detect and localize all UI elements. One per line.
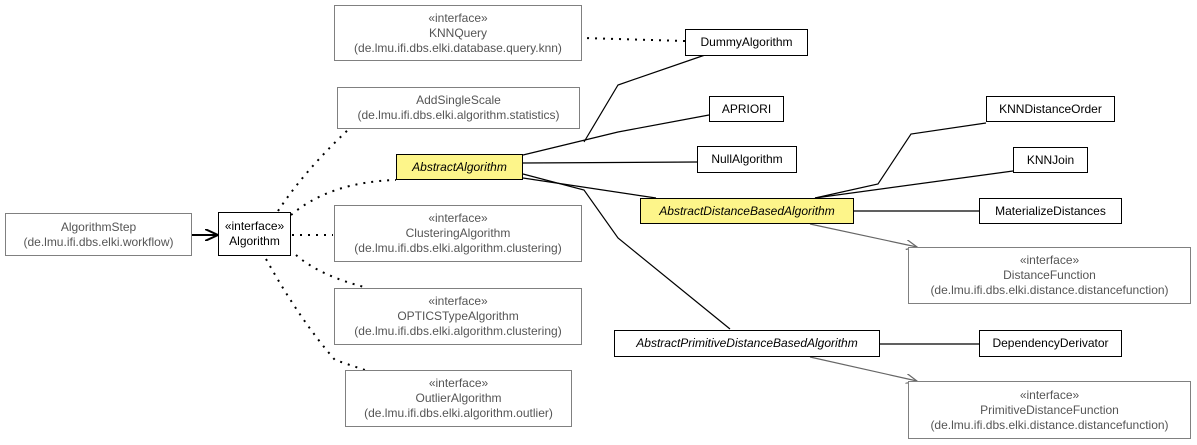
package-name: (de.lmu.ifi.dbs.elki.workflow) [23,234,174,249]
edge-adba-distancefunction [809,223,917,247]
class-name: DistanceFunction [1003,268,1096,282]
stereotype-label: «interface» [428,294,488,308]
package-name: (de.lmu.ifi.dbs.elki.database.query.knn) [354,40,562,55]
class-name: AddSingleScale [416,93,501,107]
class-name: KNNQuery [428,25,487,40]
node-nullalgorithm[interactable]: NullAlgorithm [697,146,797,173]
class-name: OutlierAlgorithm [415,391,502,405]
package-name: (de.lmu.ifi.dbs.elki.distance.distancefu… [930,417,1169,432]
class-name: Algorithm [229,234,280,248]
node-addsinglescale[interactable]: AddSingleScale (de.lmu.ifi.dbs.elki.algo… [337,87,580,129]
class-name: KNNJoin [1026,152,1075,167]
edge-adba-knndistanceorder [814,122,987,199]
stereotype-label: «interface» [224,219,285,233]
stereotype-label: «interface» [1019,387,1080,402]
stereotype-label: «interface» [428,10,488,25]
edge-abstractalgorithm-apriori [522,114,710,156]
node-primitivedistancefunction[interactable]: «interface» PrimitiveDistanceFunction (d… [908,381,1191,439]
class-name: OPTICSTypeAlgorithm [397,309,519,323]
package-name: (de.lmu.ifi.dbs.elki.algorithm.clusterin… [354,241,562,255]
class-name: AbstractDistanceBasedAlgorithm [659,203,835,218]
edge-abstractalgorithm-adba [522,177,657,199]
package-name: (de.lmu.ifi.dbs.elki.algorithm.clusterin… [354,324,562,338]
edge-abstractalgorithm-apdba [522,173,731,330]
class-name: AlgorithmStep [60,219,137,234]
edge-adba-knnjoin [814,170,1014,199]
node-knnquery[interactable]: «interface» KNNQuery (de.lmu.ifi.dbs.elk… [334,5,582,61]
node-distancefunction[interactable]: «interface» DistanceFunction (de.lmu.ifi… [908,247,1191,304]
node-knnjoin[interactable]: KNNJoin [1013,147,1088,173]
edge-abstractalgorithm-dummy [583,54,706,143]
node-abstractdistancebasedalgorithm[interactable]: AbstractDistanceBasedAlgorithm [640,198,854,224]
node-abstractalgorithm[interactable]: AbstractAlgorithm [396,154,523,180]
class-name: KNNDistanceOrder [999,101,1102,116]
class-name: MaterializeDistances [995,203,1106,218]
stereotype-label: «interface» [1019,253,1080,267]
stereotype-label: «interface» [428,211,488,225]
edge-algorithm-addsinglescale [277,127,351,212]
class-name: DummyAlgorithm [700,35,793,49]
class-name: APRIORI [721,101,772,116]
class-name: AbstractPrimitiveDistanceBasedAlgorithm [636,336,858,350]
edge-abstractalgorithm-null [522,161,698,164]
class-name: PrimitiveDistanceFunction [980,402,1119,417]
node-dummyalgorithm[interactable]: DummyAlgorithm [685,29,808,56]
package-name: (de.lmu.ifi.dbs.elki.algorithm.statistic… [357,108,560,122]
node-dependencyderivator[interactable]: DependencyDerivator [979,330,1122,357]
class-name: ClusteringAlgorithm [405,226,511,240]
stereotype-label: «interface» [428,376,489,390]
node-apriori[interactable]: APRIORI [709,96,784,122]
class-name: DependencyDerivator [992,336,1109,350]
node-clusteringalgorithm[interactable]: «interface» ClusteringAlgorithm (de.lmu.… [334,205,582,262]
edge-dummy-knnquery [582,37,686,42]
package-name: (de.lmu.ifi.dbs.elki.distance.distancefu… [930,283,1169,297]
package-name: (de.lmu.ifi.dbs.elki.algorithm.outlier) [364,406,553,420]
edge-algorithm-outlier [265,258,366,371]
node-outlieralgorithm[interactable]: «interface» OutlierAlgorithm (de.lmu.ifi… [345,370,572,427]
class-name: AbstractAlgorithm [412,159,507,174]
class-name: NullAlgorithm [711,152,783,166]
node-abstractprimitivedistancebasedalgorithm[interactable]: AbstractPrimitiveDistanceBasedAlgorithm [614,330,880,357]
node-knndistanceorder[interactable]: KNNDistanceOrder [986,96,1115,122]
node-algorithmstep[interactable]: AlgorithmStep (de.lmu.ifi.dbs.elki.workf… [5,213,192,256]
node-algorithm[interactable]: «interface» Algorithm [218,212,291,256]
node-opticstypealgorithm[interactable]: «interface» OPTICSTypeAlgorithm (de.lmu.… [334,288,582,345]
edge-apdba-primitivedistance [809,356,917,381]
node-materializedistances[interactable]: MaterializeDistances [979,198,1122,224]
